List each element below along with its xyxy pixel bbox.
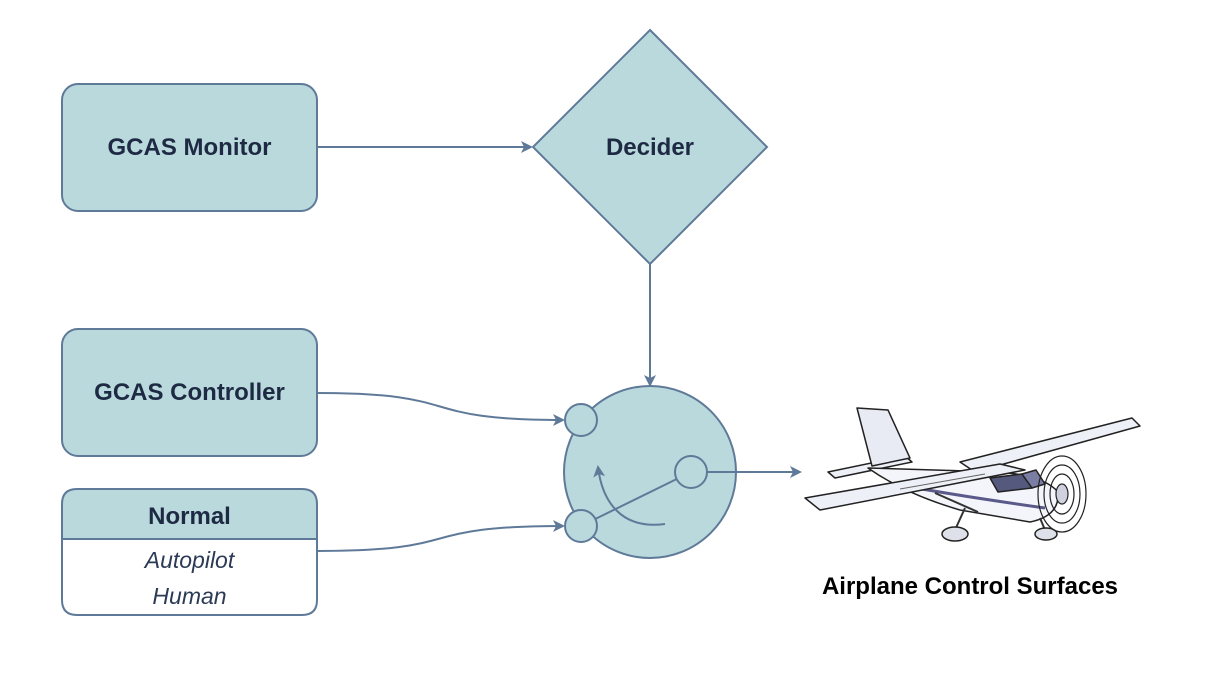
normal-item-human: Human [152,583,226,609]
switch-port-normal [564,509,598,543]
decider-node: Decider [531,28,769,266]
normal-node: Normal Autopilot Human [61,488,318,616]
airplane-icon [804,407,1141,542]
normal-title: Normal [148,503,231,530]
gcas-controller-label: GCAS Controller [94,379,285,406]
decider-label: Decider [606,134,694,161]
controller-to-switch-arrow [316,392,565,426]
switch-node [563,385,737,559]
normal-to-switch-arrow [316,520,565,552]
gcas-monitor-label: GCAS Monitor [108,134,272,161]
switch-rotation-arrow [593,465,666,526]
gcas-controller-node: GCAS Controller [61,328,318,457]
switch-port-gcas [564,403,598,437]
switch-lever [580,471,692,527]
gcas-monitor-node: GCAS Monitor [61,83,318,212]
airplane-caption: Airplane Control Surfaces [822,573,1118,600]
normal-item-autopilot: Autopilot [143,547,236,573]
switch-port-output [674,455,708,489]
